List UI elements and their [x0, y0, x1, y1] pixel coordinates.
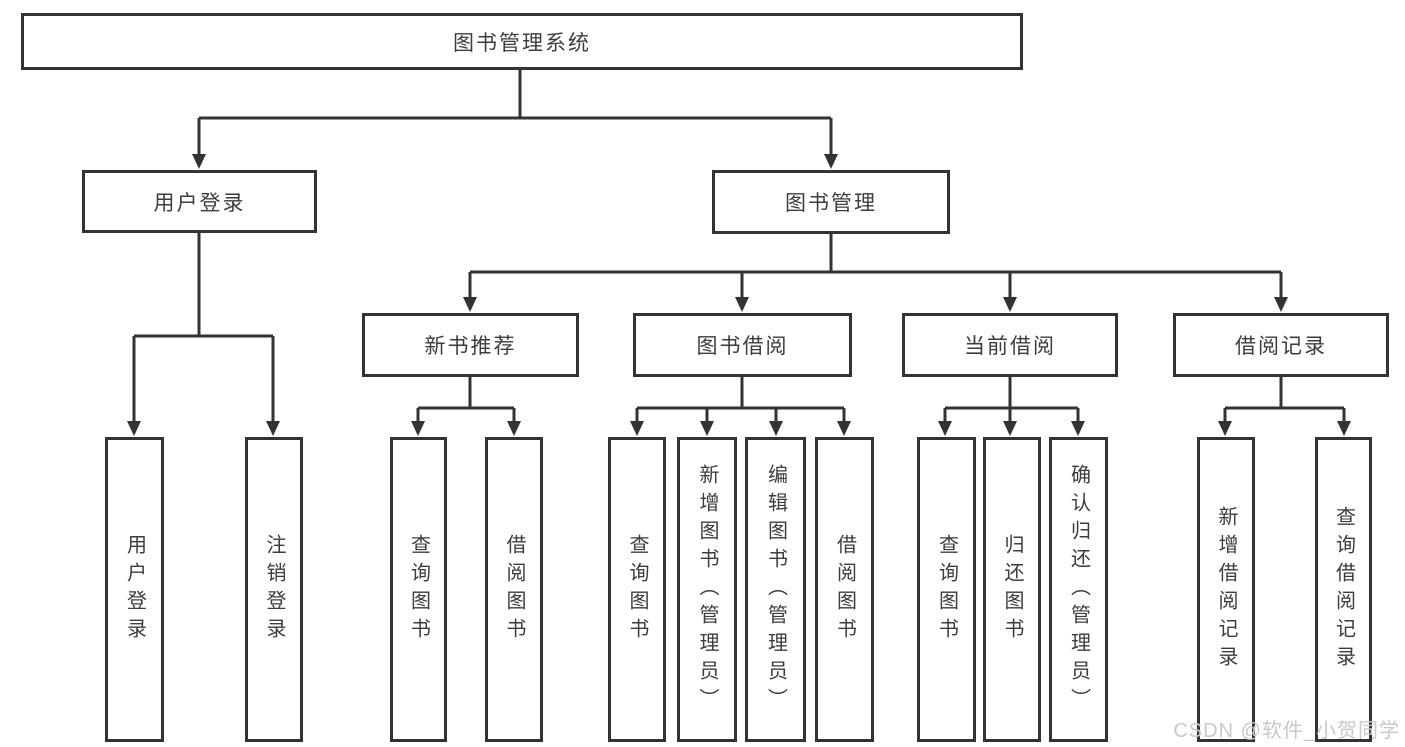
node-leaf-add-book-admin-label: 新增图书（管理员）: [696, 463, 718, 716]
csdn-watermark: CSDN @软件_小贺同学: [1173, 720, 1400, 742]
node-user-login: 用户登录: [82, 170, 317, 233]
node-borrow-records-label: 借阅记录: [1235, 335, 1327, 358]
node-leaf-confirm-return-admin-label: 确认归还（管理员）: [1067, 463, 1090, 716]
connector-book-management-children: [463, 234, 1288, 312]
node-leaf-query-books-current-label: 查询图书: [935, 533, 958, 646]
node-leaf-add-borrow-record: 新增借阅记录: [1197, 437, 1255, 742]
node-leaf-return-books-label: 归还图书: [1001, 533, 1023, 646]
node-leaf-query-borrow-record: 查询借阅记录: [1315, 437, 1372, 742]
node-book-management: 图书管理: [712, 170, 950, 234]
node-leaf-borrow-books-recommend-label: 借阅图书: [503, 533, 525, 646]
node-book-borrow: 图书借阅: [633, 313, 852, 377]
node-leaf-query-books-borrow-label: 查询图书: [626, 533, 648, 646]
node-leaf-logout-label: 注销登录: [263, 533, 285, 646]
node-leaf-edit-book-admin: 编辑图书（管理员）: [745, 437, 806, 742]
connector-new-book-children: [411, 377, 521, 436]
connector-borrow-records-children: [1218, 377, 1351, 436]
node-library-system: 图书管理系统: [21, 13, 1023, 70]
node-leaf-confirm-return-admin: 确认归还（管理员）: [1049, 437, 1108, 742]
node-current-borrow-label: 当前借阅: [964, 335, 1056, 358]
node-leaf-edit-book-admin-label: 编辑图书（管理员）: [764, 463, 787, 716]
node-leaf-return-books: 归还图书: [983, 437, 1041, 742]
node-leaf-add-borrow-record-label: 新增借阅记录: [1215, 505, 1237, 674]
node-current-borrow: 当前借阅: [902, 313, 1118, 377]
node-leaf-query-books-recommend-label: 查询图书: [407, 533, 430, 646]
node-leaf-borrow-books-label: 借阅图书: [833, 533, 856, 646]
connector-root-to-level2: [192, 70, 838, 169]
node-user-login-label: 用户登录: [153, 191, 246, 215]
node-leaf-query-books-recommend: 查询图书: [390, 437, 447, 742]
node-leaf-logout: 注销登录: [245, 437, 303, 742]
node-new-book-recommend: 新书推荐: [362, 313, 579, 377]
node-new-book-recommend-label: 新书推荐: [424, 335, 517, 358]
node-leaf-query-books-borrow: 查询图书: [608, 437, 666, 742]
node-leaf-borrow-books-recommend: 借阅图书: [485, 437, 543, 742]
node-leaf-add-book-admin: 新增图书（管理员）: [677, 437, 737, 742]
connector-user-login-children: [127, 233, 280, 436]
node-book-borrow-label: 图书借阅: [696, 335, 789, 358]
node-leaf-query-books-current: 查询图书: [917, 437, 976, 742]
node-leaf-user-login-label: 用户登录: [123, 533, 146, 646]
connector-book-borrow-children: [630, 377, 851, 436]
node-leaf-user-login: 用户登录: [105, 437, 164, 742]
node-library-system-label: 图书管理系统: [453, 31, 591, 55]
node-book-management-label: 图书管理: [785, 192, 877, 215]
node-leaf-query-borrow-record-label: 查询借阅记录: [1332, 505, 1355, 674]
node-leaf-borrow-books: 借阅图书: [815, 437, 874, 742]
connector-current-borrow-children: [938, 377, 1085, 436]
node-borrow-records: 借阅记录: [1173, 313, 1389, 377]
